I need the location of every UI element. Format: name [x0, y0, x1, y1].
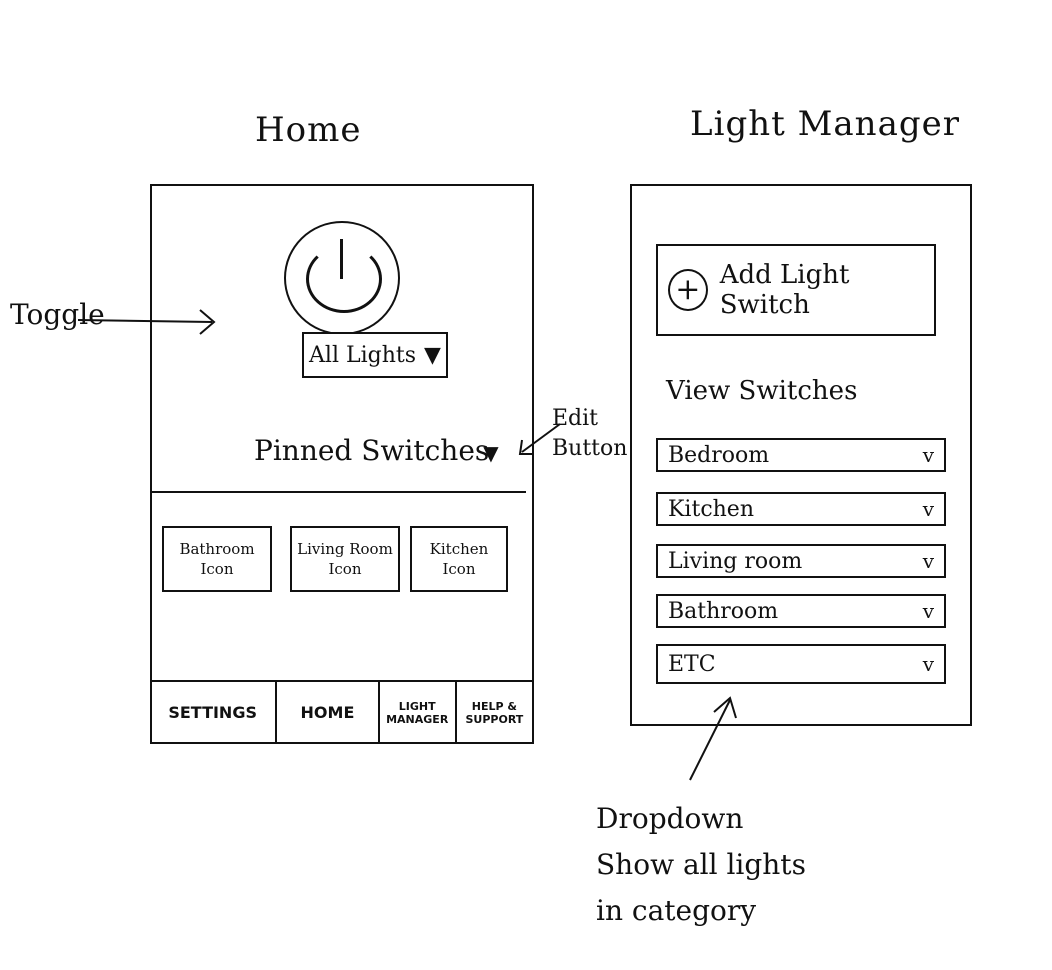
- dropdown-label: Living room: [668, 548, 803, 574]
- power-icon: [306, 245, 382, 313]
- dropdown-label: Kitchen: [668, 496, 754, 522]
- add-light-switch-button[interactable]: + Add Light Switch: [656, 244, 936, 336]
- tile-label: Bathroom: [179, 540, 255, 558]
- nav-help-support[interactable]: HELP & SUPPORT: [465, 700, 524, 726]
- dropdown-living-room[interactable]: Living room v: [656, 544, 946, 578]
- nav-home[interactable]: HOME: [277, 682, 380, 744]
- home-screen: All Lights ▼ Pinned Switches ▼ Bathroom …: [150, 184, 534, 744]
- dropdown-bathroom[interactable]: Bathroom v: [656, 594, 946, 628]
- tile-icon-label: Icon: [328, 560, 362, 578]
- dropdown-kitchen[interactable]: Kitchen v: [656, 492, 946, 526]
- dropdown-label: Bedroom: [668, 442, 770, 468]
- add-light-switch-label: Add Light Switch: [719, 260, 850, 320]
- dropdown-arrow: [689, 699, 731, 781]
- manager-screen-title: Light Manager: [690, 104, 960, 144]
- dropdown-annotation-line1: Dropdown: [596, 802, 744, 835]
- bottom-nav: SETTINGS HOME LIGHT MANAGER HELP & SUPPO…: [150, 680, 532, 744]
- pinned-tile-living-room[interactable]: Living Room Icon: [290, 526, 400, 592]
- pinned-switches-title: Pinned Switches: [254, 434, 490, 467]
- toggle-annotation: Toggle: [10, 298, 105, 331]
- edit-icon[interactable]: ▼: [483, 441, 499, 465]
- chevron-down-icon: v: [922, 652, 934, 676]
- edit-arrowhead: [518, 439, 534, 455]
- nav-light-manager[interactable]: LIGHT MANAGER: [380, 682, 457, 744]
- all-lights-dropdown[interactable]: All Lights ▼: [302, 332, 448, 378]
- pinned-tile-bathroom[interactable]: Bathroom Icon: [162, 526, 272, 592]
- chevron-down-icon: v: [922, 443, 934, 467]
- edit-annotation-line1: Edit: [552, 406, 599, 431]
- dropdown-arrowhead: [713, 696, 737, 719]
- tile-label: Living Room: [297, 540, 393, 558]
- chevron-down-icon: v: [922, 497, 934, 521]
- light-manager-screen: + Add Light Switch View Switches Bedroom…: [630, 184, 972, 726]
- pinned-tile-kitchen[interactable]: Kitchen Icon: [410, 526, 508, 592]
- dropdown-etc[interactable]: ETC v: [656, 644, 946, 684]
- view-switches-title: View Switches: [666, 376, 858, 406]
- dropdown-bedroom[interactable]: Bedroom v: [656, 438, 946, 472]
- tile-label: Kitchen: [429, 540, 489, 558]
- home-screen-title: Home: [255, 110, 362, 150]
- tile-icon-label: Icon: [442, 560, 476, 578]
- all-lights-label: All Lights: [309, 342, 417, 368]
- dropdown-annotation: Dropdown Show all lights in category: [596, 796, 806, 934]
- chevron-down-icon: ▼: [424, 342, 441, 368]
- toggle-arrow: [77, 319, 213, 323]
- dropdown-label: Bathroom: [668, 598, 779, 624]
- dropdown-annotation-line3: in category: [596, 894, 757, 927]
- tile-icon-label: Icon: [200, 560, 234, 578]
- toggle-arrowhead: [199, 309, 216, 335]
- nav-settings[interactable]: SETTINGS: [150, 682, 278, 744]
- edit-button-annotation: Edit Button: [552, 404, 627, 464]
- chevron-down-icon: v: [922, 599, 934, 623]
- chevron-down-icon: v: [922, 549, 934, 573]
- plus-circle-icon: +: [668, 269, 708, 311]
- dropdown-annotation-line2: Show all lights: [596, 848, 806, 881]
- dropdown-label: ETC: [668, 651, 716, 677]
- edit-annotation-line2: Button: [552, 436, 628, 461]
- edit-arrow: [521, 423, 561, 453]
- divider: [152, 491, 526, 493]
- power-icon-line: [340, 239, 343, 279]
